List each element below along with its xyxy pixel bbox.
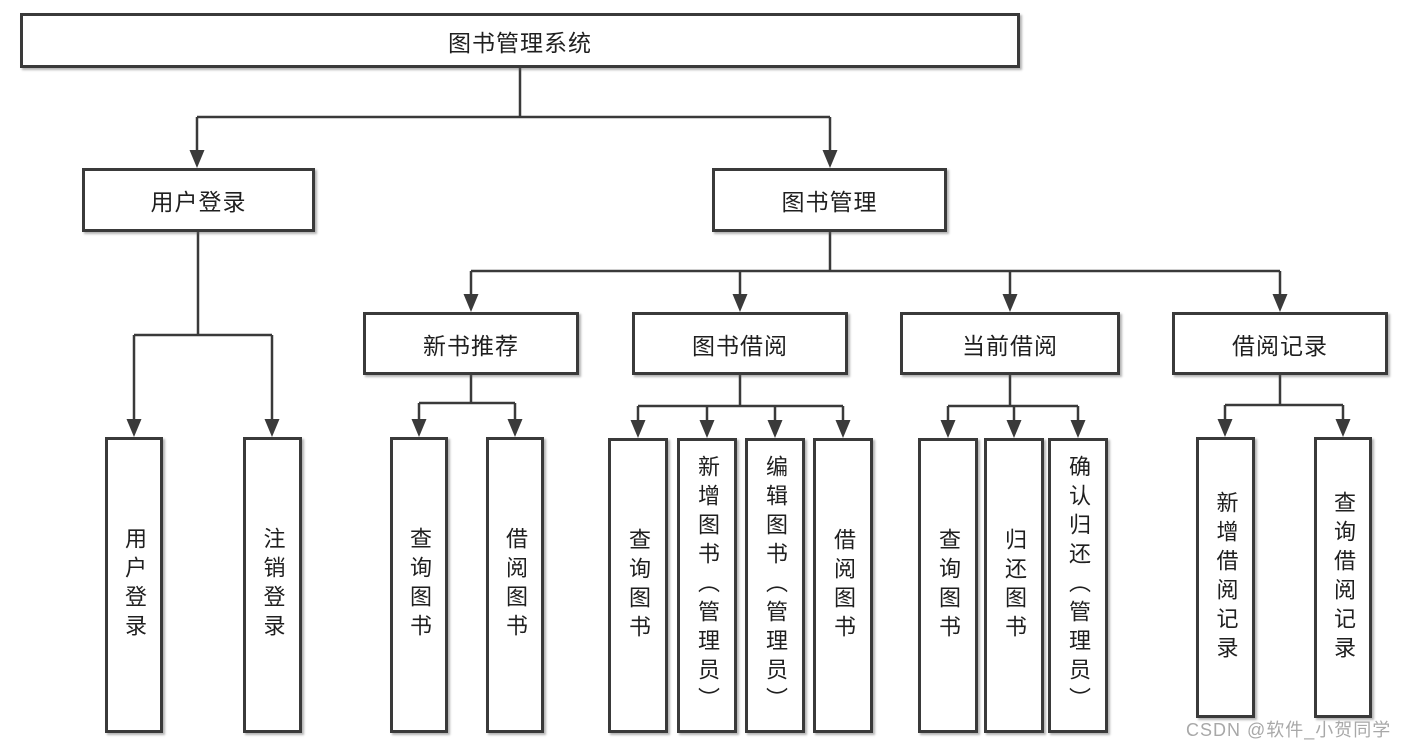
leaf-borrow-query-books-label: 查询图书 [626,527,651,644]
leaf-return-book-label: 归还图书 [1002,527,1027,644]
node-book-borrow: 图书借阅 [632,312,848,375]
leaf-borrow-borrow-books-label: 借阅图书 [831,527,856,644]
leaf-confirm-return-admin-label: 确认归还（管理员） [1066,455,1091,716]
leaf-logout-label: 注销登录 [260,527,286,643]
leaf-query-borrow-record: 查询借阅记录 [1314,437,1372,718]
leaf-recommend-query-books-label: 查询图书 [407,527,432,643]
leaf-add-borrow-record: 新增借阅记录 [1196,437,1255,718]
leaf-user-login: 用户登录 [105,437,163,733]
node-user-login: 用户登录 [82,168,315,232]
leaf-query-borrow-record-label: 查询借阅记录 [1331,490,1356,665]
node-book-management: 图书管理 [712,168,947,232]
leaf-current-query-books-label: 查询图书 [936,527,961,644]
leaf-borrow-borrow-books: 借阅图书 [813,438,873,733]
node-new-book-recommend: 新书推荐 [363,312,579,375]
leaf-user-login-label: 用户登录 [122,527,147,643]
leaf-current-query-books: 查询图书 [918,438,978,733]
leaf-borrow-query-books: 查询图书 [608,438,668,733]
node-root: 图书管理系统 [20,13,1020,68]
leaf-return-book: 归还图书 [984,438,1044,733]
leaf-recommend-query-books: 查询图书 [390,437,448,733]
node-current-borrow: 当前借阅 [900,312,1120,375]
leaf-logout: 注销登录 [243,437,302,733]
leaf-recommend-borrow-books-label: 借阅图书 [503,527,528,643]
leaf-edit-book-admin-label: 编辑图书（管理员） [763,455,788,716]
leaf-confirm-return-admin: 确认归还（管理员） [1048,438,1108,733]
leaf-add-book-admin: 新增图书（管理员） [677,438,737,733]
leaf-recommend-borrow-books: 借阅图书 [486,437,544,733]
leaf-add-borrow-record-label: 新增借阅记录 [1213,490,1239,665]
leaf-edit-book-admin: 编辑图书（管理员） [745,438,805,733]
connector-group [132,68,1345,422]
leaf-add-book-admin-label: 新增图书（管理员） [695,455,720,716]
watermark: CSDN @软件_小贺同学 [1186,720,1392,740]
node-borrow-records: 借阅记录 [1172,312,1388,375]
arrowheads [126,150,1351,438]
